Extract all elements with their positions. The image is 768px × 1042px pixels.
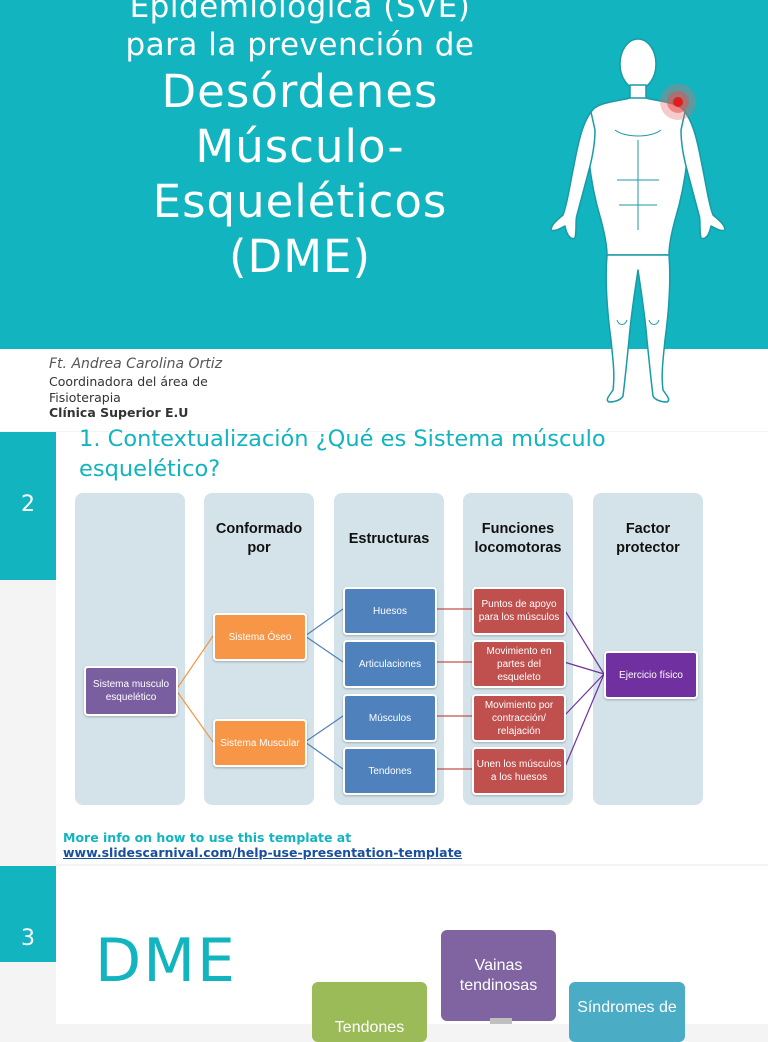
slide-number: 2 [21,492,35,517]
node-musculos: Músculos [343,694,437,742]
author-name: Ft. Andrea Carolina Ortiz [49,356,223,372]
node-ejercicio-fisico: Ejercicio físico [604,651,698,699]
node-sistema-oseo: Sistema Óseo [213,613,307,661]
template-help-link[interactable]: www.slidescarnival.com/help-use-presenta… [63,845,463,860]
title-line-5: Esqueléticos [152,175,448,228]
author-role-line-1: Coordinadora del área de [49,374,208,389]
node-movimiento-partes: Movimiento en partes del esqueleto [472,640,566,688]
node-tendones: Tendones [343,747,437,795]
node-unen-musculos: Unen los músculos a los huesos [472,747,566,795]
slide-2-title-line-2: esquelético? [79,456,221,482]
more-info-text: More info on how to use this template at [63,830,352,845]
node-puntos-de-apoyo: Puntos de apoyo para los músculos [472,587,566,635]
node-articulaciones: Articulaciones [343,640,437,688]
author-role-line-2: Fisioterapia [49,390,121,405]
slide-number-badge [0,432,56,580]
title-slide-heading: Epidemiológica (SVE) para la prevención … [60,0,540,284]
box-vainas-tendinosas: Vainas tendinosas [441,930,556,1021]
slide-3-title: DME [95,926,237,996]
column-header-estructuras: Estructuras [348,531,430,547]
author-clinic: Clínica Superior E.U [49,405,189,420]
node-huesos: Huesos [343,587,437,635]
slide-2-title-line-1: 1. Contextualización ¿Qué es Sistema mús… [79,426,606,452]
connector-arrow [490,1018,512,1024]
author-strip [0,349,768,431]
box-tendones: Tendones [312,982,427,1042]
node-movimiento-contraccion: Movimiento por contracción/ relajación [472,694,566,742]
title-line-2: para la prevención de [125,27,475,63]
title-line-1: Epidemiológica (SVE) [129,0,471,25]
title-line-3: Desórdenes [161,65,439,118]
box-sindromes: Síndromes de [569,982,685,1042]
node-sistema-musculo-esqueletico: Sistema musculo esquelético [84,666,178,716]
diagram-column-1 [75,493,185,805]
node-sistema-muscular: Sistema Muscular [213,719,307,767]
slide-number-badge [0,866,56,962]
title-line-4: Músculo- [195,120,405,173]
diagram-column-5 [593,493,703,805]
slide-number: 3 [21,926,35,951]
title-line-6: (DME) [228,230,372,283]
slide-2-title: 1. Contextualización ¿Qué es Sistema mús… [79,424,606,484]
human-body-shoulder-pain-icon [550,38,726,403]
